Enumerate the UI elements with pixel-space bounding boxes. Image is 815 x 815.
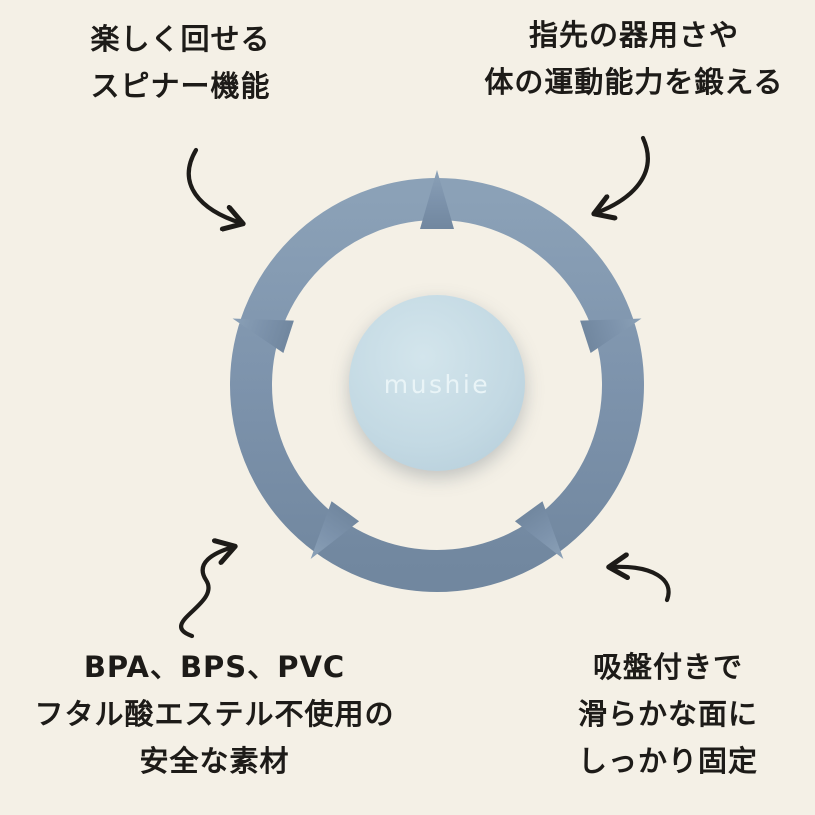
annotation-line: スピナー機能 xyxy=(90,68,271,103)
annotation-line: 安全な素材 xyxy=(139,743,290,778)
annotation-line: 吸盤付きで xyxy=(592,650,743,684)
brand-logo-text: mushie xyxy=(384,370,490,399)
annotation-line: しっかり固定 xyxy=(577,743,758,778)
annotation-suction-cup: 吸盤付きで 滑らかな面に しっかり固定 xyxy=(522,644,814,785)
annotation-line: BPA、BPS、PVC xyxy=(83,650,346,684)
annotation-motor-skills: 指先の器用さや 体の運動能力を鍛える xyxy=(458,12,810,106)
annotation-line: フタル酸エステル不使用の xyxy=(34,696,395,731)
annotation-line: 体の運動能力を鍛える xyxy=(484,64,784,99)
wheel-hub xyxy=(349,295,525,471)
annotation-line: 滑らかな面に xyxy=(577,696,758,731)
annotation-safe-materials: BPA、BPS、PVC フタル酸エステル不使用の 安全な素材 xyxy=(2,644,427,785)
annotation-spinner-feature: 楽しく回せる スピナー機能 xyxy=(28,16,333,110)
annotation-line: 指先の器用さや xyxy=(528,18,739,52)
spinner-toy-graphic: mushie xyxy=(217,165,657,592)
annotation-line: 楽しく回せる xyxy=(90,22,271,56)
